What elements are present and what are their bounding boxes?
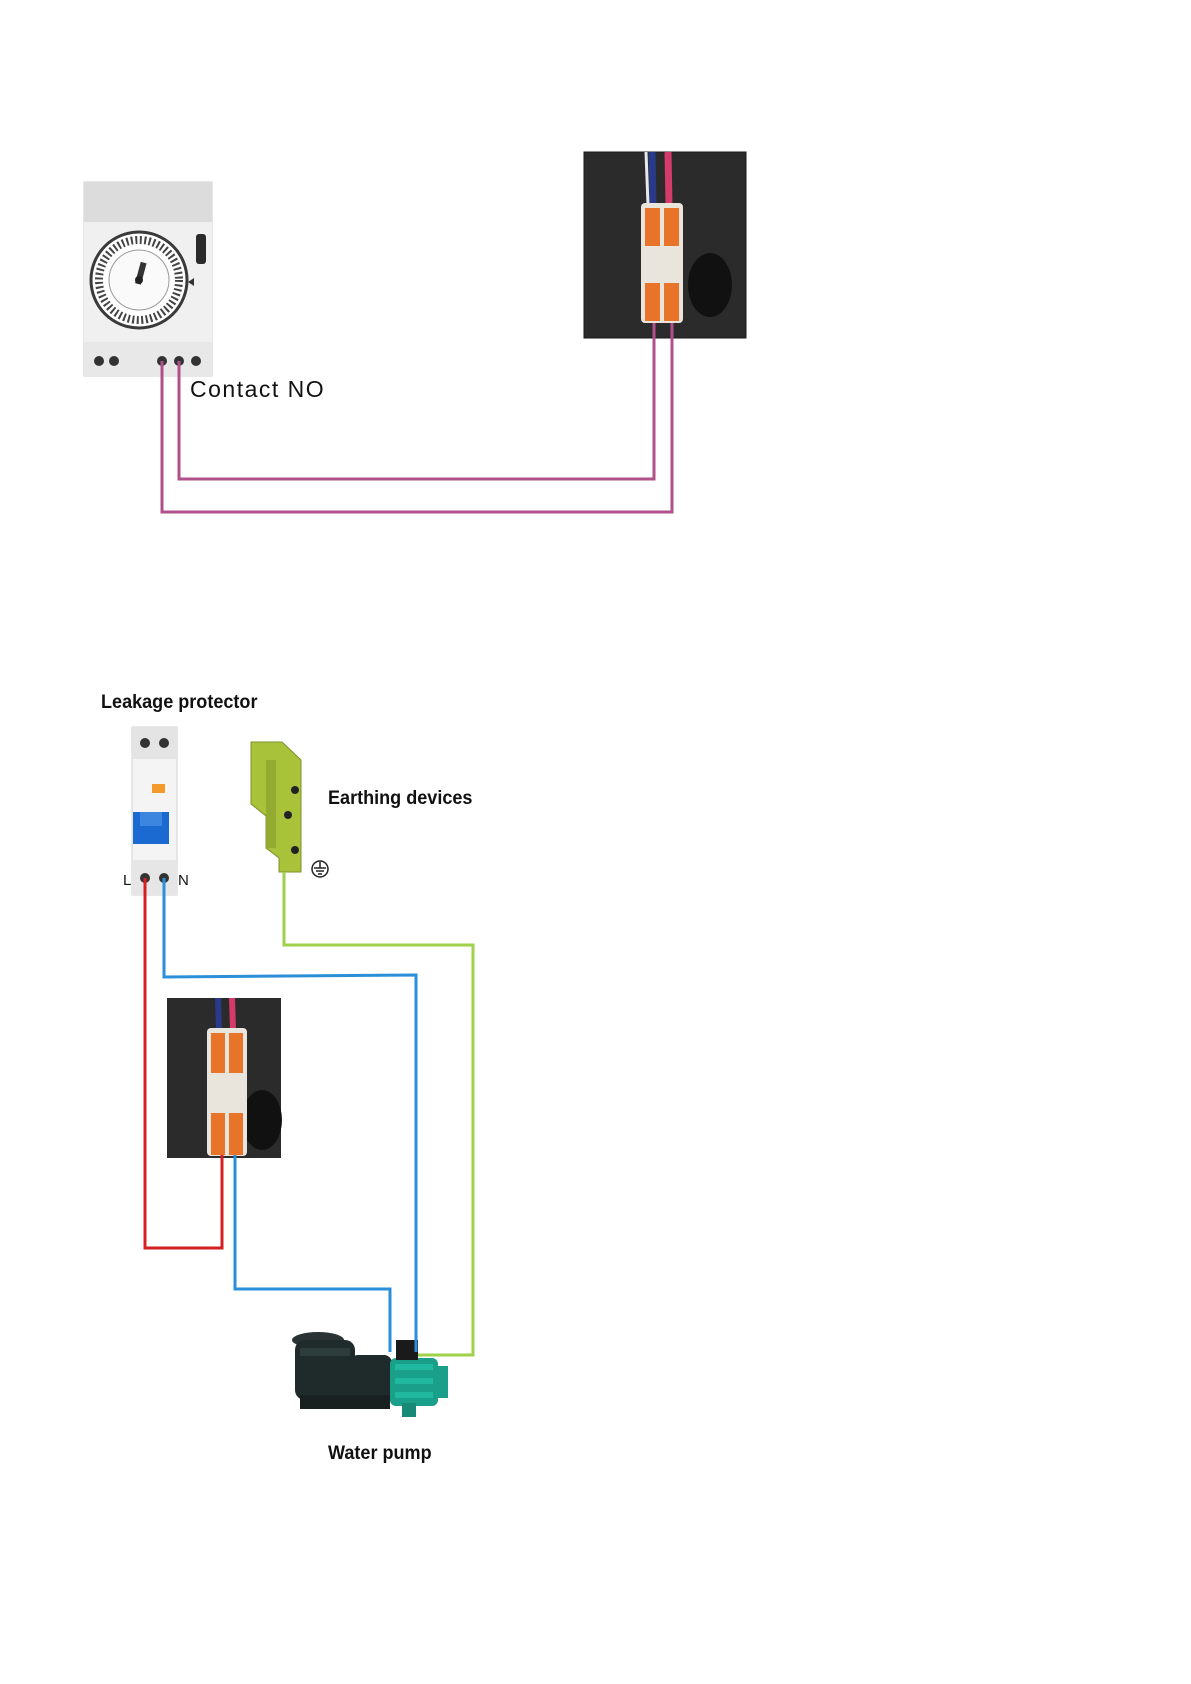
neutral-wire-connector <box>235 1155 390 1352</box>
wire-outer <box>162 323 672 512</box>
timer-contact-wires <box>162 323 672 512</box>
water-pump-icon <box>292 1332 448 1417</box>
leakage-protector-label: Leakage protector <box>101 692 257 714</box>
terminal-l-label: L <box>123 872 131 889</box>
earth-terminal-block-icon <box>251 742 301 872</box>
earth-wire <box>284 872 473 1355</box>
wago-lever-connector-icon <box>584 152 746 338</box>
water-pump-label: Water pump <box>328 1443 432 1465</box>
terminal-n-label: N <box>178 872 189 889</box>
earthing-devices-label: Earthing devices <box>328 788 472 810</box>
timer-switch-icon <box>84 182 212 376</box>
contact-no-label: Contact NO <box>190 376 325 403</box>
wago-lever-connector-icon <box>167 998 282 1158</box>
ground-symbol-icon <box>312 861 328 877</box>
leakage-breaker-icon <box>132 727 177 895</box>
